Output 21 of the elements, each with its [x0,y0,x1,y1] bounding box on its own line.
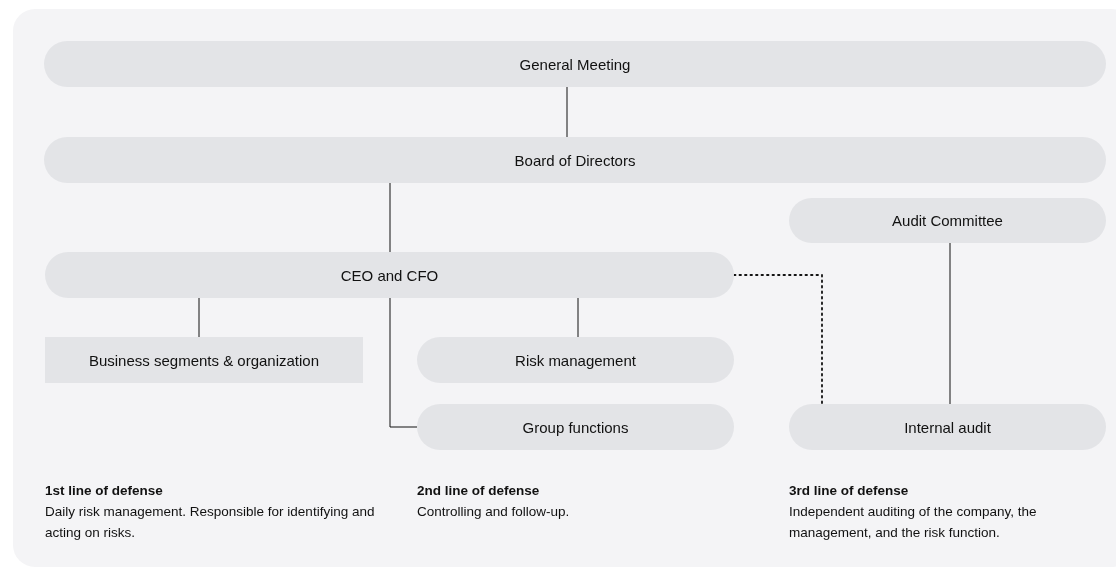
rounded-box: Internal audit [789,404,1106,450]
rounded-box: CEO and CFO [45,252,734,298]
column-heading: 2nd line of defense [417,482,541,500]
connector-line [198,297,200,338]
column-description: Independent auditing of the company, the management, and the risk function. [789,503,1038,542]
column-description: Daily risk management. Responsible for identifying and acting on risks. [45,503,375,542]
rounded-box: Board of Directors [44,137,1106,183]
connector-line [389,182,391,253]
rounded-box: Risk management [417,337,734,383]
dotted-connector [733,274,823,405]
column-heading: 1st line of defense [45,482,164,500]
column-description: Controlling and follow-up. [417,503,571,521]
connector-line [566,86,568,138]
column-heading: 3rd line of defense [789,482,910,500]
process-box: Business segments & organization [45,337,363,383]
rounded-box: General Meeting [44,41,1106,87]
rounded-box: Group functions [417,404,734,450]
connector-line [577,297,579,338]
connector-line [949,242,951,405]
connector-line [389,297,418,428]
rounded-box: Audit Committee [789,198,1106,243]
